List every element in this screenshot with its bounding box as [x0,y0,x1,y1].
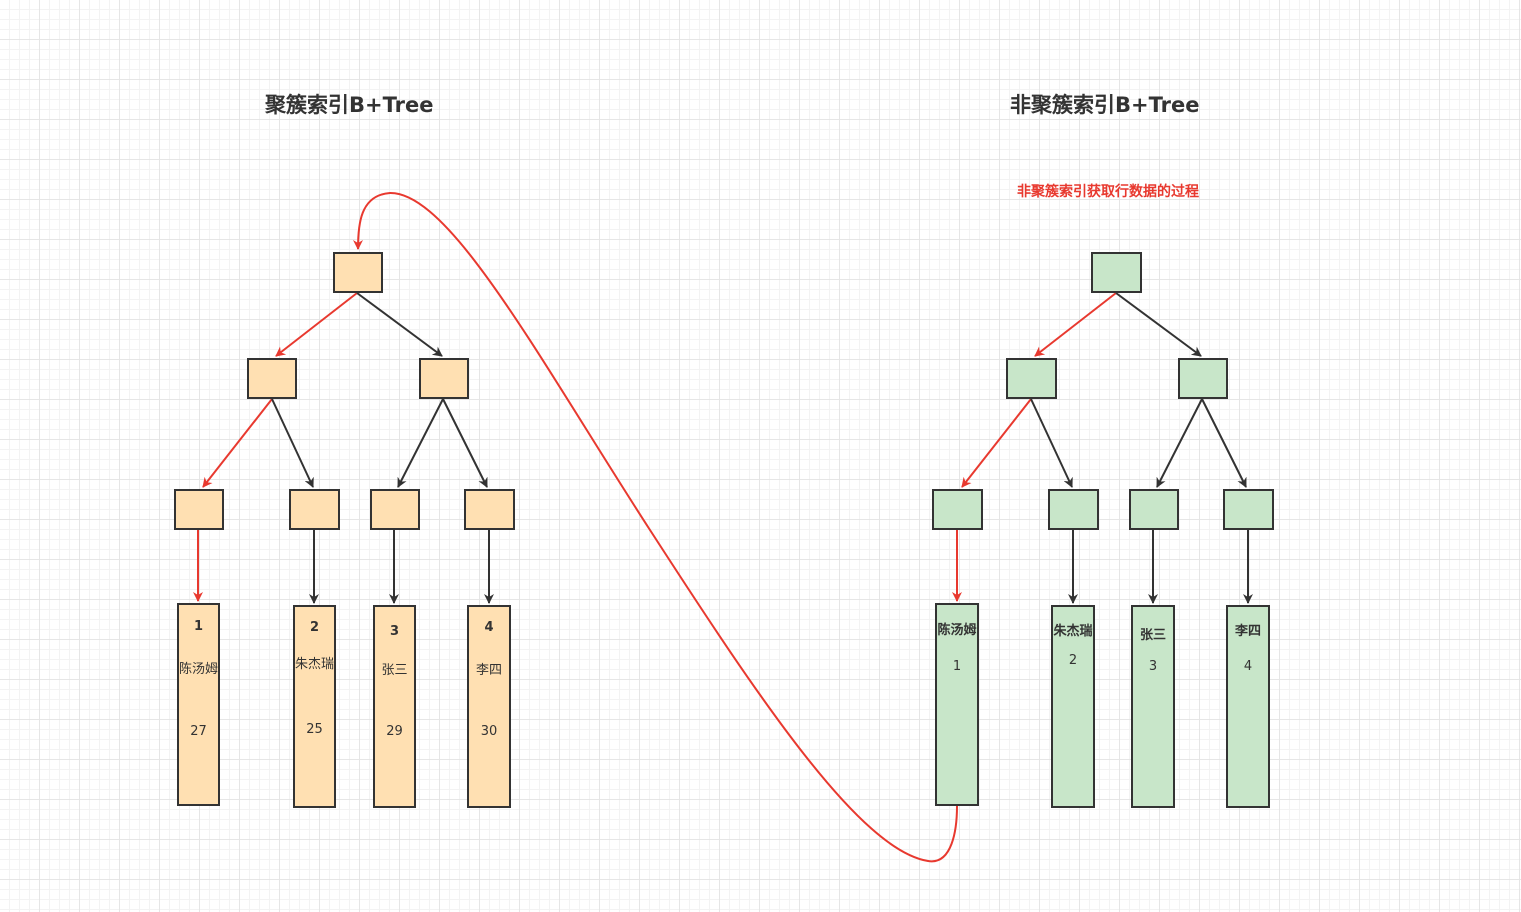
edge-root-to-left [275,292,358,357]
row-key: 陈汤姆 [937,623,977,638]
lookup-curve [353,191,958,863]
clustered-row-1: 1 陈汤姆 27 [177,603,220,806]
clustered-leaf-node-2 [289,489,340,530]
nonclustered-title: 非聚簇索引B+Tree [1010,93,1200,117]
clustered-leaf-node-3 [370,489,420,530]
row-pk: 2 [1068,653,1078,668]
edge-left-to-leaf2 [271,398,314,488]
nonclustered-row-1: 陈汤姆 1 [935,603,979,806]
edge-nc-left-to-leaf1 [961,398,1032,488]
edge-right-to-leaf4 [442,398,488,488]
row-key: 朱杰瑞 [1053,624,1093,639]
clustered-internal-node-left [247,358,297,399]
row-age: 30 [480,724,498,739]
row-pk: 3 [1148,659,1158,674]
nonclustered-leaf-node-1 [932,489,983,530]
edge-nc-right-to-leaf4 [1201,398,1247,488]
edge-nc-root-to-right [1115,292,1202,357]
row-id: 4 [484,620,494,635]
edge-nc-root-to-left [1034,292,1117,357]
nonclustered-leaf-node-2 [1048,489,1099,530]
nonclustered-row-3: 张三 3 [1131,605,1175,808]
edge-left-to-leaf1 [202,398,273,488]
row-age: 27 [190,724,207,739]
clustered-leaf-node-1 [174,489,224,530]
nonclustered-root-node [1091,252,1142,293]
edge-root-to-right [356,292,443,357]
row-name: 张三 [381,663,408,678]
clustered-leaf-node-4 [464,489,515,530]
nonclustered-row-4: 李四 4 [1226,605,1270,808]
clustered-root-node [333,252,383,293]
row-age: 25 [306,722,323,737]
row-name: 陈汤姆 [179,662,219,677]
row-age: 29 [386,724,403,739]
row-name: 李四 [475,663,502,678]
row-key: 张三 [1139,628,1166,643]
edge-nc-left-to-leaf2 [1030,398,1073,488]
clustered-internal-node-right [419,358,469,399]
row-pk: 1 [952,659,962,674]
edge-nc-right-to-leaf3 [1156,398,1203,488]
clustered-row-3: 3 张三 29 [373,605,416,808]
nonclustered-internal-node-left [1006,358,1057,399]
row-id: 1 [193,619,204,634]
row-name: 朱杰瑞 [295,657,335,672]
nonclustered-internal-node-right [1178,358,1228,399]
clustered-title: 聚簇索引B+Tree [265,93,434,117]
row-pk: 4 [1243,659,1253,674]
row-id: 2 [309,620,320,635]
nonclustered-leaf-node-3 [1129,489,1179,530]
nonclustered-subtitle: 非聚簇索引获取行数据的过程 [1017,184,1199,200]
clustered-row-4: 4 李四 30 [467,605,511,808]
nonclustered-leaf-node-4 [1223,489,1274,530]
row-id: 3 [389,624,400,639]
edge-right-to-leaf3 [397,398,444,488]
row-key: 李四 [1234,624,1261,639]
nonclustered-row-2: 朱杰瑞 2 [1051,605,1095,808]
clustered-row-2: 2 朱杰瑞 25 [293,605,336,808]
